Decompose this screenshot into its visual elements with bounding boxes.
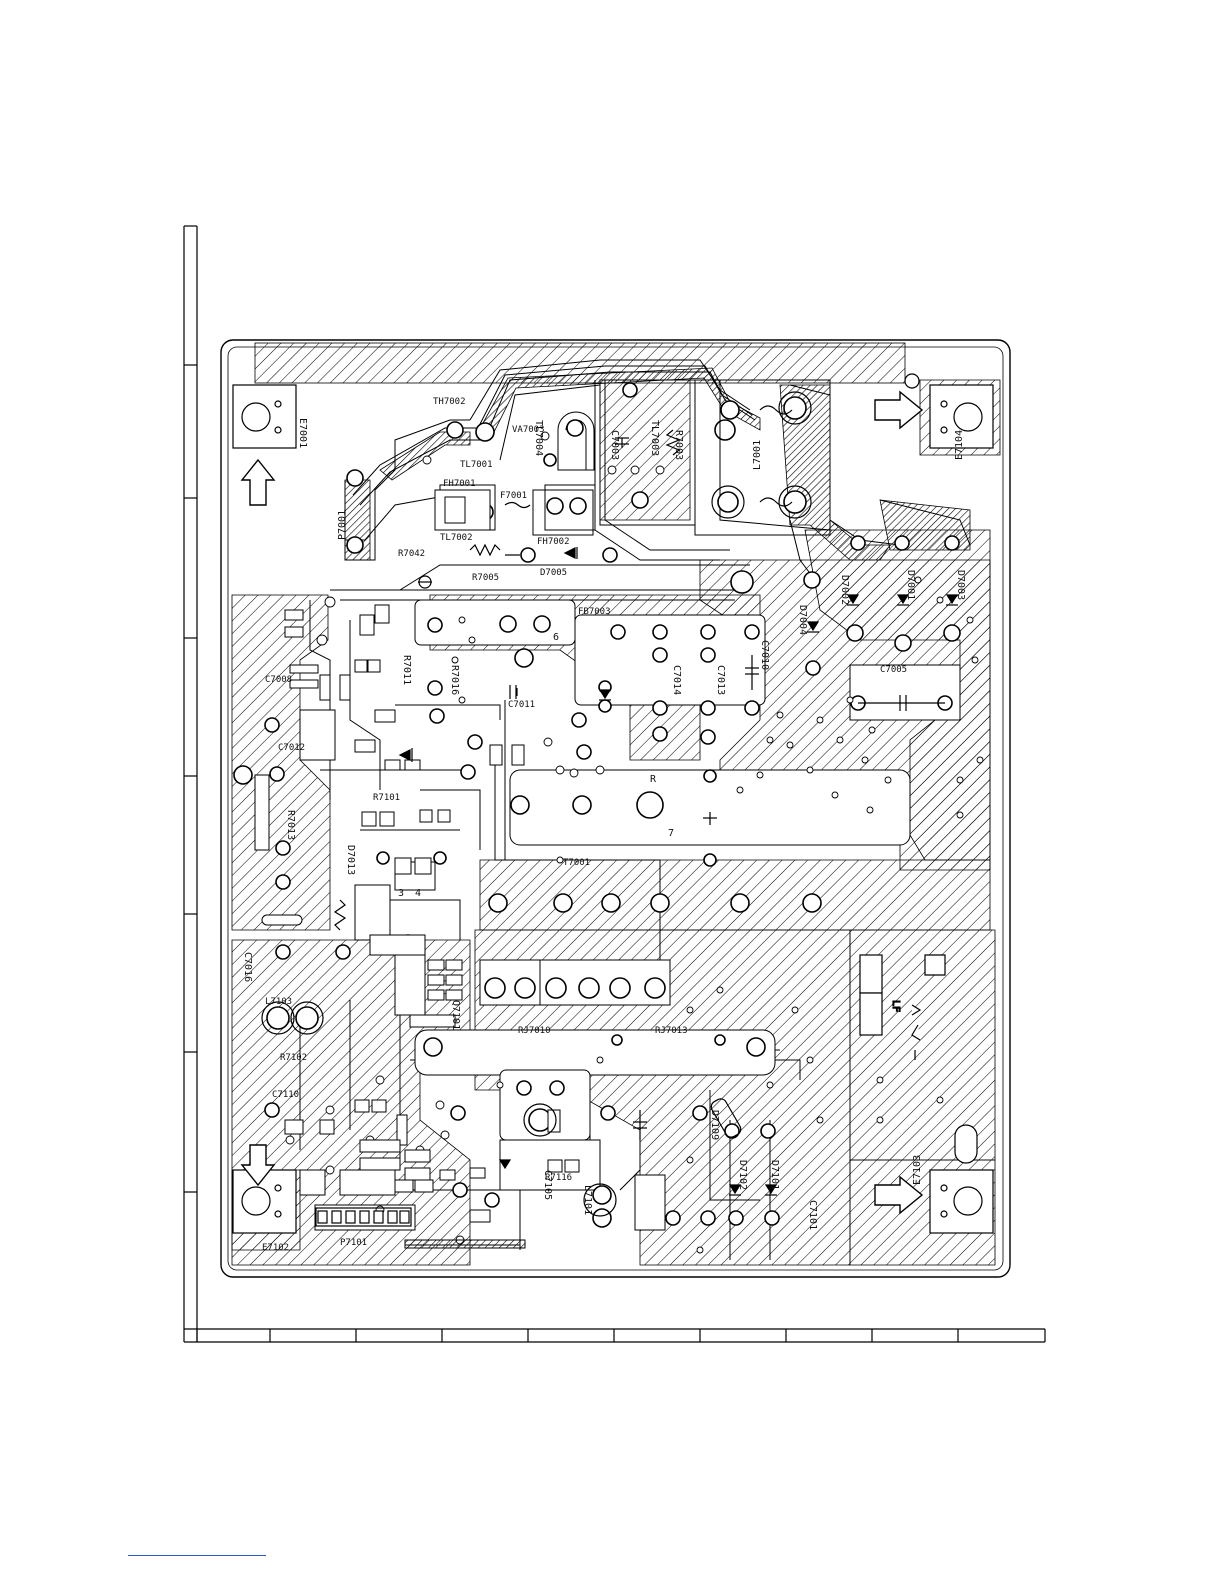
label-c7013: C7013 <box>715 665 726 695</box>
pb-mark-text: LF <box>890 1000 901 1012</box>
label-l7101: L7101 <box>582 1185 593 1215</box>
label-p7101: P7101 <box>340 1238 367 1248</box>
label-fh7001: FH7001 <box>443 479 476 489</box>
label-c7105: C7105 <box>542 1170 553 1200</box>
label-f7001: F7001 <box>500 491 527 501</box>
label-pin-6: 6 <box>553 632 559 643</box>
component-symbols <box>261 391 959 1217</box>
reference-labels: E7001 E7104 E7103 E7102 TH7002 VA7003 TL… <box>242 397 966 1253</box>
label-fh7002: FH7002 <box>537 537 570 547</box>
label-r7016: R7016 <box>449 665 460 695</box>
label-r7101: R7101 <box>373 793 400 803</box>
label-tl7001: TL7001 <box>460 460 493 470</box>
label-rj7010: RJ7010 <box>518 1026 551 1036</box>
label-d7001: D7001 <box>905 570 916 600</box>
label-e7104: E7104 <box>954 430 965 460</box>
footer-rule <box>128 1555 266 1556</box>
transformer-area <box>434 379 831 536</box>
label-r7011: R7011 <box>401 655 412 685</box>
label-t7001: T7001 <box>563 858 590 868</box>
label-d7003: D7003 <box>955 570 966 600</box>
drawing-frame <box>183 225 1046 1343</box>
label-pin-r: R <box>650 774 657 785</box>
label-e7102: E7102 <box>262 1243 289 1253</box>
label-rj7013: RJ7013 <box>655 1026 688 1036</box>
label-r7013: R7013 <box>285 810 296 840</box>
label-p7001: P7001 <box>337 510 348 540</box>
label-l7001: L7001 <box>752 440 763 470</box>
label-fb7003: FB7003 <box>578 607 611 617</box>
label-r7003: R7003 <box>673 430 684 460</box>
label-r7042: R7042 <box>398 549 425 559</box>
label-d7013: D7013 <box>345 845 356 875</box>
label-c7005: C7005 <box>880 665 907 675</box>
label-c7008: C7008 <box>265 675 292 685</box>
label-c7012: C7012 <box>278 743 305 753</box>
direction-arrows <box>240 390 924 1215</box>
label-th7002: TH7002 <box>433 397 466 407</box>
label-d7002: D7002 <box>839 575 850 605</box>
label-pin-4: 4 <box>415 888 421 899</box>
pad-blocks <box>254 484 961 1231</box>
vias <box>285 431 984 1254</box>
label-l7103: L7103 <box>265 997 292 1007</box>
label-q7101: Q7101 <box>450 1000 461 1030</box>
label-e7103: E7103 <box>912 1155 923 1185</box>
label-c7003: C7003 <box>609 430 620 460</box>
label-tl7004: TL7004 <box>533 420 544 456</box>
label-c7110: C7110 <box>272 1090 299 1100</box>
label-c7016: C7016 <box>242 952 253 982</box>
label-d7004: D7004 <box>797 605 808 635</box>
label-e7001: E7001 <box>297 418 308 448</box>
smd-parts <box>284 604 580 1249</box>
label-c7010: C7010 <box>759 640 770 670</box>
label-c7011: C7011 <box>508 700 535 710</box>
label-c7014: C7014 <box>671 665 682 695</box>
large-pads <box>233 382 961 1228</box>
label-c7101: C7101 <box>807 1200 818 1230</box>
label-tl7003: TL7003 <box>649 420 660 456</box>
label-pin-7: 7 <box>668 828 674 839</box>
pb-free-mark: LF <box>859 954 946 1060</box>
label-pin-3: 3 <box>398 888 404 899</box>
mounting-tabs <box>232 373 994 1234</box>
label-d7102: D7102 <box>737 1160 748 1190</box>
label-r7116: R7116 <box>545 1173 572 1183</box>
label-r7005: R7005 <box>472 573 499 583</box>
label-tl7002: TL7002 <box>440 533 473 543</box>
pcb-board: LF <box>220 339 1011 1278</box>
label-r7102: R7102 <box>280 1053 307 1063</box>
label-d7101: D7101 <box>769 1160 780 1190</box>
label-va7003: VA7003 <box>512 425 545 435</box>
label-d7109: D7109 <box>709 1110 720 1140</box>
pin-header-p7101 <box>315 1207 412 1227</box>
label-d7005: D7005 <box>540 568 567 578</box>
